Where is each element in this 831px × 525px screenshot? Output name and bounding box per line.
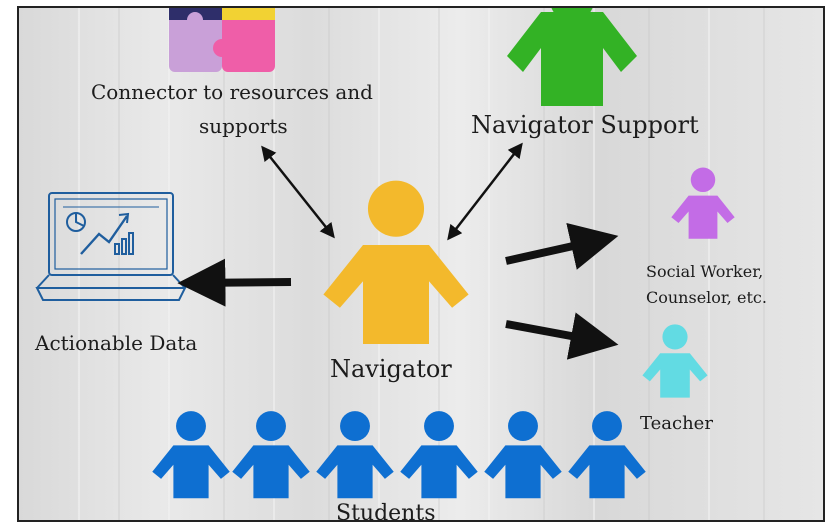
students-group-icon [152, 411, 646, 499]
arrow-navigator-support [447, 142, 523, 241]
laptop-chart-icon [35, 192, 187, 301]
navigator-person-icon [323, 180, 469, 344]
teacher-person-icon [642, 324, 708, 398]
social-worker-person-icon [671, 167, 735, 239]
social-worker-label-line2: Counselor, etc. [646, 288, 767, 307]
teacher-label: Teacher [640, 413, 713, 434]
arrow-to-social-worker [505, 222, 619, 270]
diagram-scene [35, 8, 735, 499]
connector-label-line2: supports [199, 114, 288, 138]
navigator-support-person-icon [507, 8, 637, 106]
arrow-to-teacher [505, 312, 619, 360]
navigator-support-label: Navigator Support [471, 111, 699, 139]
connector-label-line1: Connector to resources and [91, 80, 373, 104]
actionable-data-label: Actionable Data [35, 331, 198, 355]
puzzle-icon [169, 8, 275, 72]
diagram-frame: Connector to resources and supports Navi… [17, 6, 825, 522]
students-label: Students [336, 501, 436, 522]
social-worker-label-line1: Social Worker, [646, 262, 764, 281]
arrow-to-actionable-data [177, 258, 292, 307]
navigator-label: Navigator [330, 355, 452, 383]
arrow-connector-navigator [261, 145, 335, 239]
